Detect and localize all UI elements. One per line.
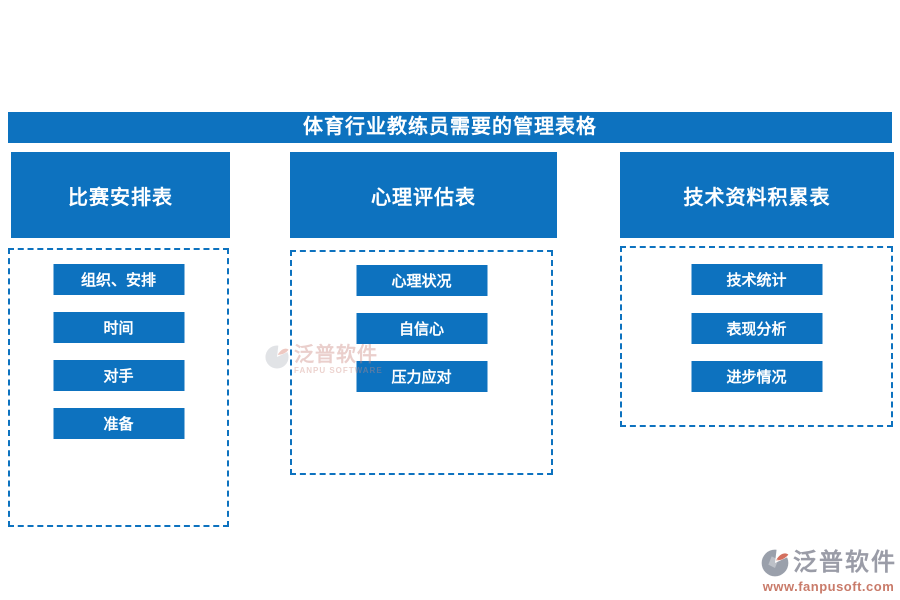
- item-preparation: 准备: [53, 408, 184, 439]
- item-time: 时间: [53, 312, 184, 343]
- column-box-competition-schedule: 组织、安排 时间 对手 准备: [8, 248, 229, 527]
- item-technical-statistics: 技术统计: [691, 264, 822, 295]
- fanpu-logo-icon: [264, 344, 290, 370]
- footer-brand-label: 泛普软件: [793, 549, 897, 576]
- item-organization-arrangement: 组织、安排: [53, 264, 184, 295]
- item-stress-coping: 压力应对: [356, 361, 487, 392]
- fanpu-logo-icon: [760, 548, 790, 578]
- column-header-technical-data: 技术资料积累表: [620, 152, 894, 238]
- footer-brand-row: 泛普软件: [760, 548, 897, 578]
- item-progress-status: 进步情况: [691, 361, 822, 392]
- footer-brand-logo: 泛普软件 www.fanpusoft.com: [760, 548, 897, 594]
- column-box-psychological-evaluation: 心理状况 自信心 压力应对: [290, 250, 553, 475]
- column-box-technical-data: 技术统计 表现分析 进步情况: [620, 246, 893, 427]
- item-mental-state: 心理状况: [356, 265, 487, 296]
- footer-website-label: www.fanpusoft.com: [762, 579, 895, 594]
- item-self-confidence: 自信心: [356, 313, 487, 344]
- item-opponent: 对手: [53, 360, 184, 391]
- column-header-competition-schedule: 比赛安排表: [11, 152, 230, 238]
- page-title: 体育行业教练员需要的管理表格: [8, 112, 892, 143]
- column-header-psychological-evaluation: 心理评估表: [290, 152, 557, 238]
- item-performance-analysis: 表现分析: [691, 313, 822, 344]
